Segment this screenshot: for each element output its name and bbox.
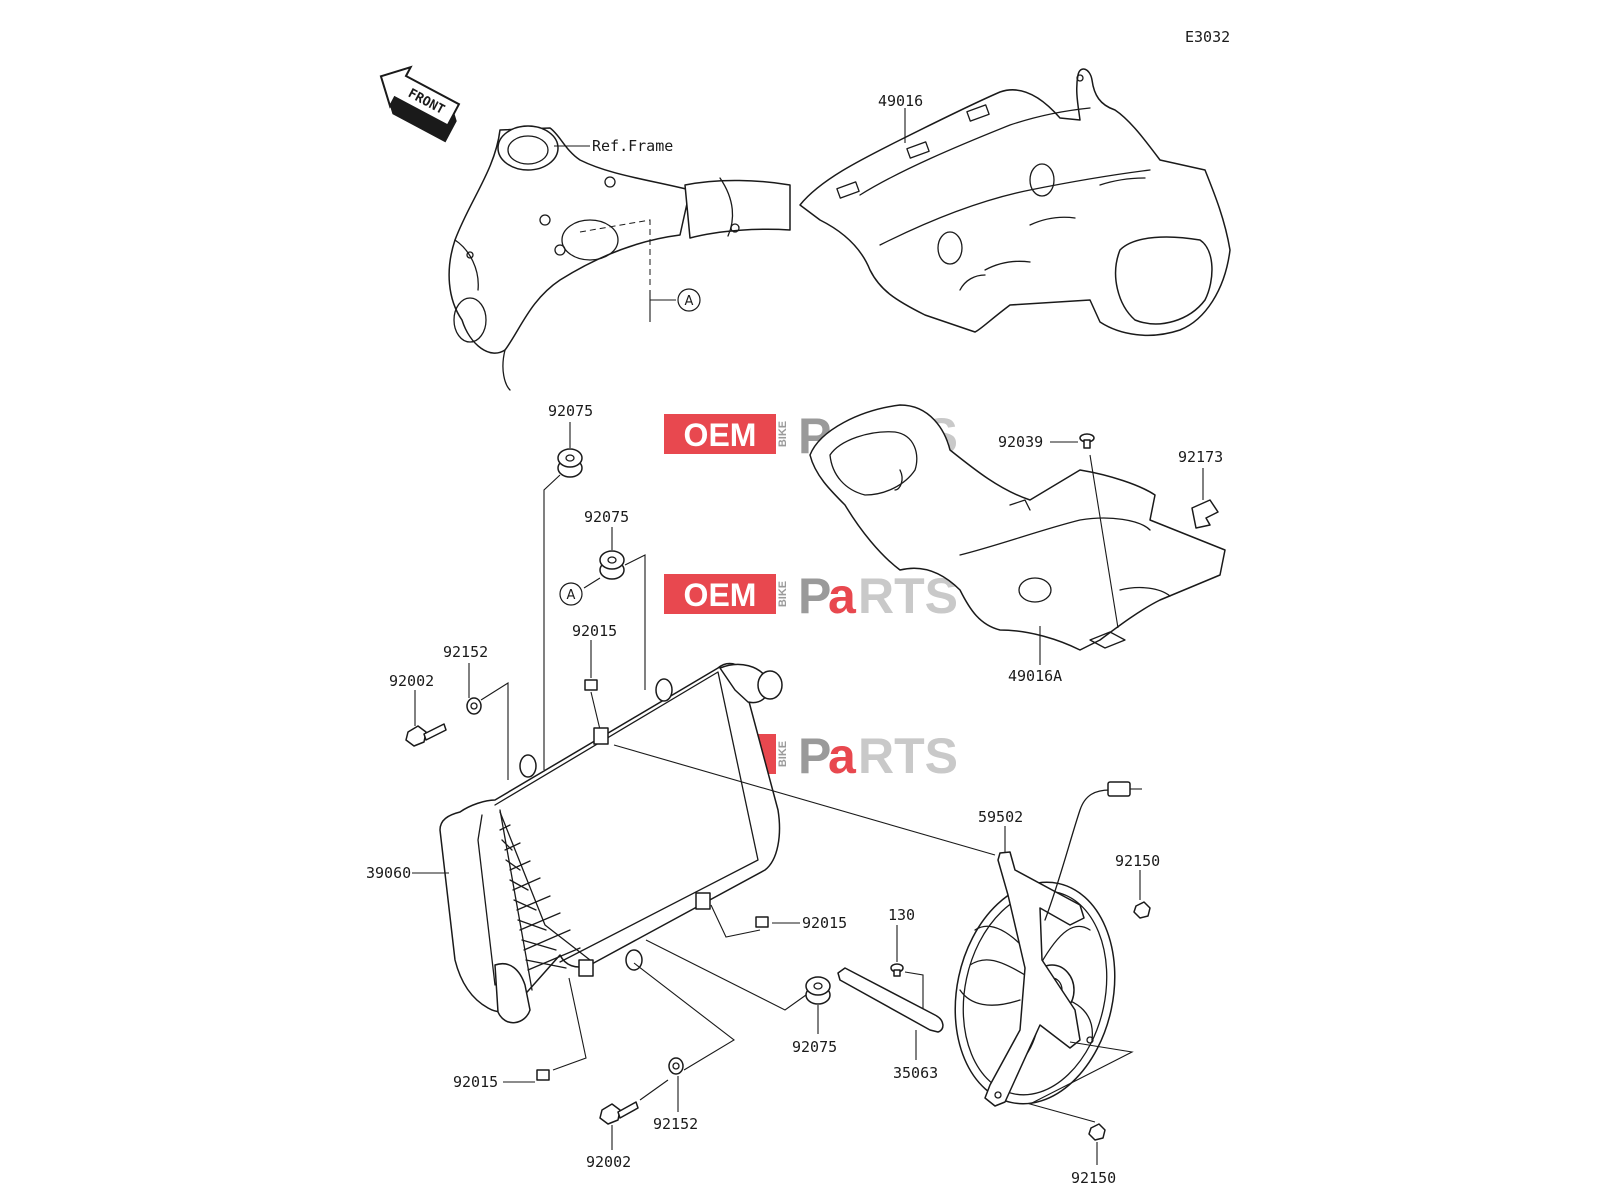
svg-text:A: A xyxy=(685,294,694,309)
label-49016A: 49016A xyxy=(1008,667,1062,685)
screw-130 xyxy=(890,963,904,977)
collar-92152-lower xyxy=(668,1057,684,1075)
callout-a-grommet: A xyxy=(559,582,583,606)
clip-92015-lower xyxy=(536,1069,550,1081)
label-92002-upper: 92002 xyxy=(389,672,434,690)
stay-35063 xyxy=(837,967,944,1033)
grommet-92075-lower xyxy=(805,976,831,1005)
frame-reference-drawing xyxy=(448,125,791,391)
shroud-49016 xyxy=(799,68,1231,336)
label-39060: 39060 xyxy=(366,864,411,882)
label-92152-lower: 92152 xyxy=(653,1115,698,1133)
svg-text:A: A xyxy=(567,588,576,603)
svg-text:a: a xyxy=(828,728,857,784)
grommet-92075-mid xyxy=(599,550,625,580)
label-92039: 92039 xyxy=(998,433,1043,451)
radiator-39060 xyxy=(439,662,783,1024)
label-35063: 35063 xyxy=(893,1064,938,1082)
diagram-code: E3032 xyxy=(1185,28,1230,46)
shroud-49016A xyxy=(809,404,1226,651)
bolt-92002-lower xyxy=(599,1101,639,1125)
label-92150-lower: 92150 xyxy=(1071,1169,1116,1187)
svg-text:P: P xyxy=(798,568,831,624)
callout-a-frame: A xyxy=(677,288,701,312)
svg-text:BIKE: BIKE xyxy=(777,741,789,767)
nut-92150-upper xyxy=(1133,901,1151,919)
label-92075-top: 92075 xyxy=(548,402,593,420)
watermark-2: OEM BIKE P a RTS xyxy=(664,568,958,624)
label-92152-upper: 92152 xyxy=(443,643,488,661)
svg-text:P: P xyxy=(798,728,831,784)
bolt-92002-upper xyxy=(405,723,447,747)
label-92173: 92173 xyxy=(1178,448,1223,466)
label-59502: 59502 xyxy=(978,808,1023,826)
label-92015-upper: 92015 xyxy=(572,622,617,640)
clip-92015-right xyxy=(755,916,769,928)
ref-frame-label: Ref.Frame xyxy=(592,137,673,155)
svg-text:BIKE: BIKE xyxy=(777,581,789,607)
label-92015-lower: 92015 xyxy=(453,1073,498,1091)
nut-92150-lower xyxy=(1088,1123,1106,1141)
clip-92173 xyxy=(1191,499,1219,529)
svg-text:OEM: OEM xyxy=(684,577,757,613)
svg-text:RTS: RTS xyxy=(858,568,958,624)
label-92002-lower: 92002 xyxy=(586,1153,631,1171)
label-130: 130 xyxy=(888,906,915,924)
screw-92039 xyxy=(1079,433,1095,449)
label-92075-mid: 92075 xyxy=(584,508,629,526)
label-92015-right: 92015 xyxy=(802,914,847,932)
collar-92152-upper xyxy=(466,697,482,715)
label-92150-upper: 92150 xyxy=(1115,852,1160,870)
svg-text:OEM: OEM xyxy=(684,417,757,453)
grommet-92075-top xyxy=(557,448,583,478)
svg-text:RTS: RTS xyxy=(858,728,958,784)
svg-text:a: a xyxy=(828,568,857,624)
clip-92015-upper xyxy=(584,679,598,691)
label-49016: 49016 xyxy=(878,92,923,110)
label-92075-lower: 92075 xyxy=(792,1038,837,1056)
front-arrow-icon: FRONT xyxy=(379,65,461,143)
svg-text:BIKE: BIKE xyxy=(777,421,789,447)
fan-59502 xyxy=(954,781,1142,1107)
